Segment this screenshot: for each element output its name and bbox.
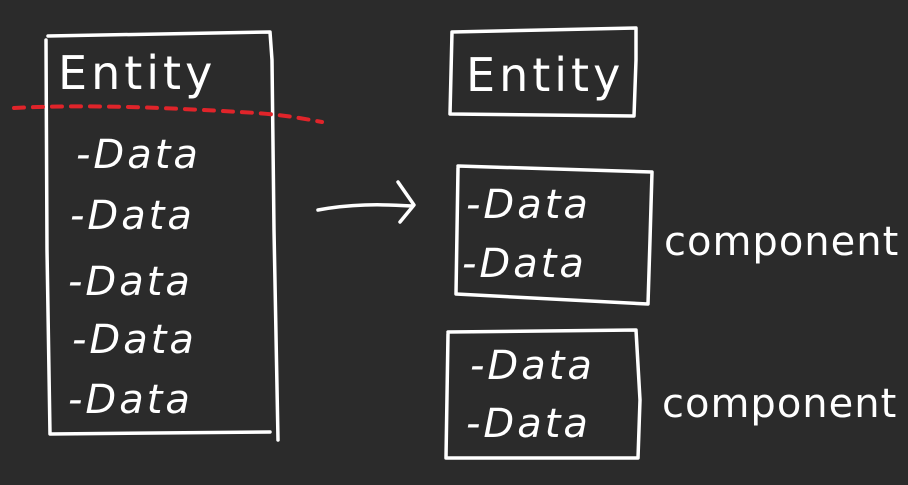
- right-entity-title: Entity: [466, 48, 625, 102]
- left-entity-data-4: -Data: [72, 317, 197, 363]
- component-1-label: component: [664, 219, 900, 265]
- left-entity-data-2: -Data: [70, 193, 195, 239]
- component-1-data-1: -Data: [466, 182, 591, 228]
- component-box-2: [444, 328, 642, 460]
- arrow-icon: [316, 180, 416, 224]
- entity-divider-line: [12, 104, 324, 124]
- left-entity-title: Entity: [58, 46, 217, 100]
- left-entity-data-1: -Data: [76, 132, 201, 178]
- component-2-data-2: -Data: [466, 401, 591, 447]
- right-entity-box: [448, 26, 638, 118]
- left-entity-data-3: -Data: [68, 259, 193, 305]
- component-2-label: component: [662, 381, 898, 427]
- component-1-data-2: -Data: [462, 241, 587, 287]
- left-entity-box: [44, 30, 280, 442]
- component-box-1: [454, 164, 654, 306]
- left-entity-data-5: -Data: [68, 377, 193, 423]
- component-2-data-1: -Data: [470, 343, 595, 389]
